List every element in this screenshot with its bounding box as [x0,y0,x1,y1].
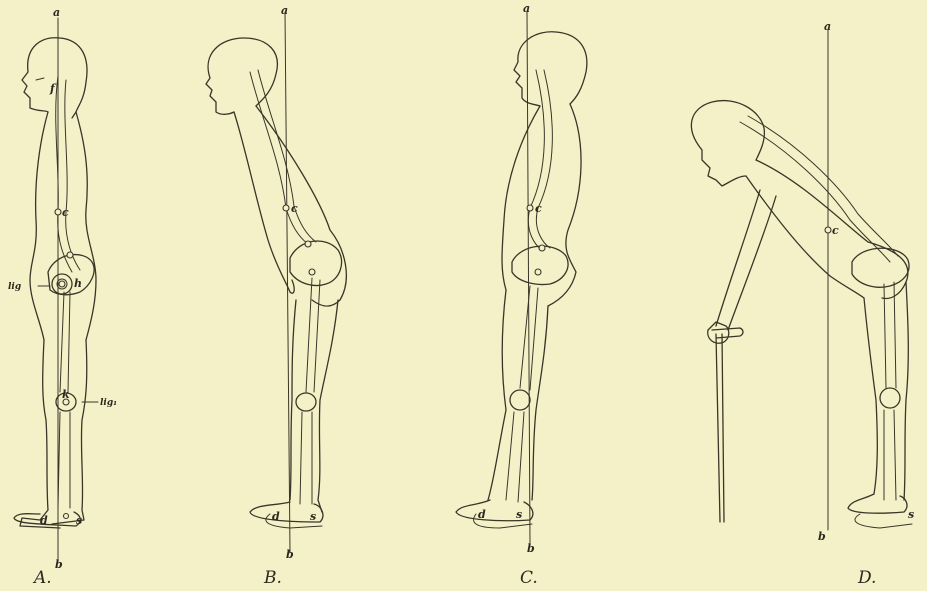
figure-d-hand [708,322,729,343]
figure-b-axis-top: a [281,4,288,17]
figure-d-leg-front [864,298,877,494]
figure-d-knee [880,388,900,408]
figure-a-axis-bottom: b [55,558,63,571]
figure-b-pelvis [290,241,342,286]
figure-c-caption: C. [520,568,538,588]
figure-c-back [548,104,581,306]
figure-a-front [30,112,48,340]
figure-b-label-c: c [291,202,298,215]
figure-a-caption: A. [32,568,52,588]
figure-d-axis-top: a [824,20,831,33]
figure-a-point-c [55,209,61,215]
figure-c-point-c [527,205,533,211]
figure-d-head [691,101,764,186]
figure-a-label-s: s [76,514,82,527]
figure-b-back [256,106,346,306]
figure-d-caption: D. [857,568,876,588]
figure-a-label-d: d [40,514,48,527]
figure-b-knee [296,393,316,411]
figure-b-label-s: s [310,510,316,523]
figure-d-foot [848,494,907,513]
figure-a-label-f: f [49,82,57,95]
figure-d: a b c s D. [691,20,914,588]
figure-a-axis-top: a [53,6,60,19]
figure-b-leg-back [318,300,338,512]
figure-b-caption: B. [263,568,282,588]
figure-d-leg-back [904,282,908,500]
figure-d-front [746,176,864,298]
figure-b-leg-front [290,300,296,500]
figure-d-label-s: s [908,508,914,521]
figure-d-cane [712,328,743,522]
figure-b-label-d: d [272,510,280,523]
figure-a: a b c f h k d s lig lig₁ A. [8,6,117,588]
figure-b: a b c d s B. [206,4,346,588]
figure-c-label-s: s [516,508,522,521]
figure-d-axis-bottom: b [818,530,826,543]
figure-a-point-h [67,252,73,258]
figure-c-label-d: d [478,508,486,521]
figure-c-gravity-line [527,12,530,544]
figure-b-axis-bottom: b [286,548,294,561]
figure-d-label-c: c [832,224,839,237]
figure-a-point-s [64,514,69,519]
figure-a-leg-back [52,340,87,524]
figure-d-pelvis [852,248,909,287]
figure-a-leg-front [20,340,60,528]
figure-c: a b c d s C. [456,2,587,588]
figure-d-arm [716,190,776,330]
figure-c-label-c: c [535,202,542,215]
figure-c-axis-bottom: b [527,542,535,555]
figure-b-head [206,38,277,114]
figure-a-head [22,38,87,118]
figure-a-label-c: c [62,206,69,219]
figure-c-leg-front [488,290,506,500]
figure-a-label-lig1: lig₁ [100,398,117,408]
figure-b-point-c [283,205,289,211]
figure-a-label-lig: lig [8,282,21,292]
figure-c-pelvis [512,246,568,284]
figure-c-knee [510,390,530,410]
figure-c-head [514,32,587,106]
figure-b-spine [250,72,308,244]
figure-d-point-c [825,227,831,233]
figure-a-back [76,112,96,340]
figure-a-label-k: k [62,388,70,401]
figure-a-label-h: h [74,277,82,290]
figure-c-axis-top: a [523,2,530,15]
